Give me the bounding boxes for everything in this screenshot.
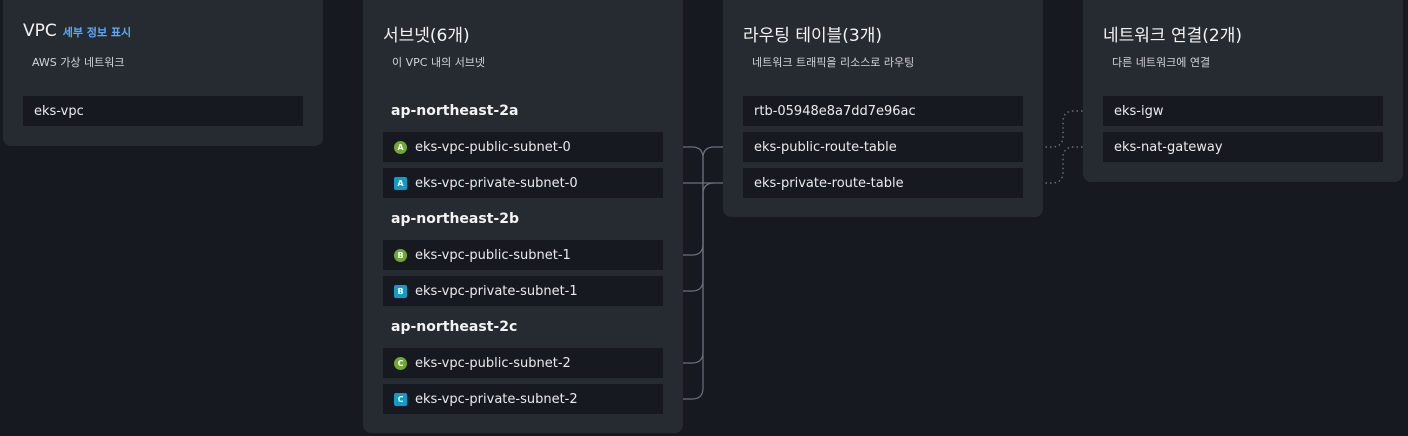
subnet-name: eks-vpc-private-subnet-1 <box>415 283 578 299</box>
private-subnet-badge-icon: B <box>394 284 407 298</box>
vpc-subtitle: AWS 가상 네트워크 <box>32 56 125 69</box>
subnets-title: 서브넷(6개) <box>383 26 470 46</box>
subnet-name: eks-vpc-public-subnet-0 <box>415 139 571 155</box>
az-label-2b: ap-northeast-2b <box>391 211 519 227</box>
subnet-item[interactable]: C eks-vpc-public-subnet-2 <box>383 348 663 378</box>
route-table-item[interactable]: eks-private-route-table <box>743 168 1023 198</box>
network-connections-subtitle: 다른 네트워크에 연결 <box>1112 56 1211 69</box>
subnet-name: eks-vpc-private-subnet-0 <box>415 175 578 191</box>
route-tables-title: 라우팅 테이블(3개) <box>743 26 882 46</box>
network-connections-title: 네트워크 연결(2개) <box>1103 26 1242 46</box>
route-table-name: eks-public-route-table <box>754 139 897 155</box>
show-details-link[interactable]: 세부 정보 표시 <box>62 26 132 39</box>
route-tables-subtitle: 네트워크 트래픽을 리소스로 라우팅 <box>752 56 915 69</box>
subnet-item[interactable]: B eks-vpc-private-subnet-1 <box>383 276 663 306</box>
network-connection-name: eks-nat-gateway <box>1114 139 1223 155</box>
az-label-2c: ap-northeast-2c <box>391 319 518 335</box>
subnet-name: eks-vpc-public-subnet-1 <box>415 247 571 263</box>
vpc-title: VPC <box>23 21 57 41</box>
subnet-name: eks-vpc-private-subnet-2 <box>415 391 578 407</box>
private-subnet-badge-icon: A <box>394 176 407 190</box>
public-subnet-badge-icon: C <box>394 356 407 370</box>
network-connection-item[interactable]: eks-igw <box>1103 96 1383 126</box>
public-subnet-badge-icon: B <box>394 248 407 262</box>
private-subnet-badge-icon: C <box>394 392 407 406</box>
vpc-name: eks-vpc <box>34 103 84 119</box>
subnets-subtitle: 이 VPC 내의 서브넷 <box>392 56 486 69</box>
public-subnet-badge-icon: A <box>394 140 407 154</box>
route-table-name: rtb-05948e8a7dd7e96ac <box>754 103 916 119</box>
network-connection-item[interactable]: eks-nat-gateway <box>1103 132 1383 162</box>
subnet-item[interactable]: C eks-vpc-private-subnet-2 <box>383 384 663 414</box>
route-table-name: eks-private-route-table <box>754 175 904 191</box>
vpc-item[interactable]: eks-vpc <box>23 96 303 126</box>
subnet-item[interactable]: A eks-vpc-private-subnet-0 <box>383 168 663 198</box>
route-table-item[interactable]: rtb-05948e8a7dd7e96ac <box>743 96 1023 126</box>
subnet-item[interactable]: A eks-vpc-public-subnet-0 <box>383 132 663 162</box>
network-connection-name: eks-igw <box>1114 103 1164 119</box>
subnet-name: eks-vpc-public-subnet-2 <box>415 355 571 371</box>
az-label-2a: ap-northeast-2a <box>391 103 519 119</box>
route-table-item[interactable]: eks-public-route-table <box>743 132 1023 162</box>
subnet-item[interactable]: B eks-vpc-public-subnet-1 <box>383 240 663 270</box>
vpc-card-title: VPC 세부 정보 표시 <box>23 21 131 41</box>
